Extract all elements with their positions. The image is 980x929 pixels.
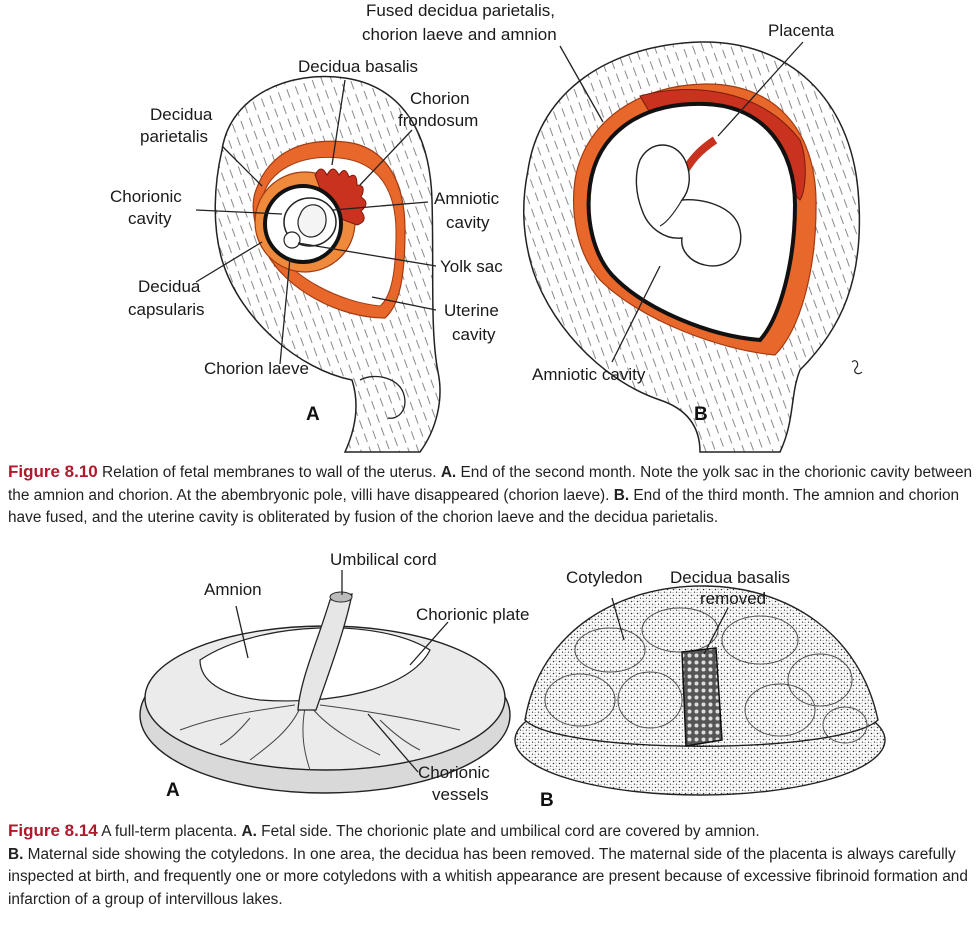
figure-8-14-leaders [235,570,729,773]
label-decidua-basalis: Decidua basalis [298,57,418,76]
label-fused-line2: chorion laeve and amnion [362,25,557,44]
figure-8-14: Umbilical cord Amnion Chorionic plate Ch… [0,540,980,830]
label-decidua-basalis-removed-line1: Decidua basalis [670,568,790,587]
label-amniotic-cavity-line2: cavity [446,213,490,232]
label-amniotic-cavity-line1: Amniotic [434,189,500,208]
label-chorionic-plate: Chorionic plate [416,605,529,624]
label-decidua-parietalis-line1: Decidua [150,105,213,124]
label-chorionic-cavity-line1: Chorionic [110,187,182,206]
chorion-frondosum-villi [314,168,367,226]
figure-8-14-number: Figure 8.14 [8,821,98,840]
cervix [359,375,406,419]
label-uterine-cavity-line2: cavity [452,325,496,344]
panel-a-placenta-fetal-side [139,591,511,794]
label-decidua-capsularis-line2: capsularis [128,300,205,319]
figure-8-10-caption: Figure 8.10 Relation of fetal membranes … [8,461,973,530]
caption-8-14-a-marker: A. [241,823,257,840]
label-fused-line1: Fused decidua parietalis, [366,1,555,20]
label-decidua-parietalis-line2: parietalis [140,127,208,146]
caption-8-10-text-1: Relation of fetal membranes to wall of t… [97,464,441,481]
panel-a-letter: A [306,404,320,425]
label-cotyledon: Cotyledon [566,568,643,587]
label-chorionic-vessels-line1: Chorionic [418,763,490,782]
panel-a-uterus-drawing [214,75,441,453]
label-decidua-capsularis-line1: Decidua [138,277,201,296]
label-placenta: Placenta [768,21,835,40]
caption-8-10-a-marker: A. [440,464,457,481]
figure-8-14-caption: Figure 8.14 A full-term placenta. A. Fet… [8,820,973,911]
label-chorionic-cavity-line2: cavity [128,209,172,228]
yolk-sac-shape [283,231,301,249]
label-chorionic-vessels-line2: vessels [432,785,489,804]
caption-8-14-b-marker: B. [8,845,24,863]
label-chorion-frondosum-line2: frondosum [398,111,478,130]
figure-8-14-illustration: Umbilical cord Amnion Chorionic plate Ch… [139,550,886,811]
decidua-removed-area [681,647,723,747]
chorionic-vessels-lines [179,704,461,771]
caption-8-14-text-2: Fetal side. The chorionic plate and umbi… [256,823,760,840]
panel-a-letter-8-14: A [166,780,180,801]
cord-cut-end [329,591,353,603]
panel-b-letter: B [694,404,708,425]
label-chorion-laeve: Chorion laeve [204,359,309,378]
cervix-squiggle [851,360,863,375]
caption-8-14-text-1: A full-term placenta. [97,823,242,840]
panel-a-leaders [195,79,437,365]
label-uterine-cavity-line1: Uterine [444,301,499,320]
panel-b-leaders [559,41,804,363]
figure-8-10-number: Figure 8.10 [8,462,98,481]
fetus [635,144,742,267]
embryo [297,204,327,238]
label-umbilical-cord: Umbilical cord [330,550,437,569]
umbilical-cord-shape [297,593,353,711]
caption-8-14-text-3: Maternal side showing the cotyledons. In… [8,845,968,908]
label-chorion-frondosum-line1: Chorion [410,89,470,108]
figure-8-10-illustration: Decidua basalis Decidua parietalis Chori… [110,1,863,453]
fetus-limb [659,199,683,227]
panel-b-placenta-maternal-side [514,585,886,796]
figure-8-10: Decidua basalis Decidua parietalis Chori… [0,0,980,455]
panel-b-letter-8-14: B [540,790,554,811]
caption-8-10-text-3: End of the third month. The amnion and c… [8,486,960,527]
caption-8-10-b-marker: B. [613,486,630,504]
label-yolk-sac: Yolk sac [440,257,503,276]
caption-8-10-text-2: End of the second month. Note the yolk s… [8,464,973,504]
cotyledon-outlines [544,607,868,744]
panel-b-uterus-drawing [523,41,863,453]
label-amniotic-cavity-b: Amniotic cavity [532,365,646,384]
label-amnion: Amnion [204,580,262,599]
label-decidua-basalis-removed-line2: removed [700,589,766,608]
